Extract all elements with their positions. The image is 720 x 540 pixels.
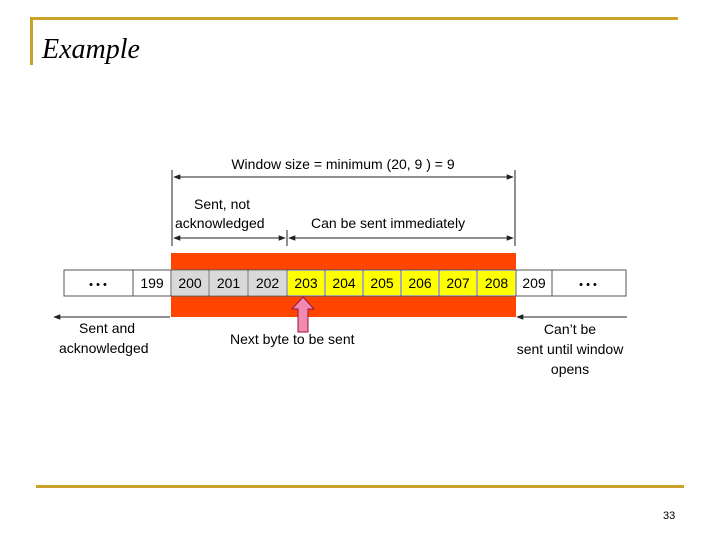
byte-label-207: 207 bbox=[446, 275, 470, 291]
window-size-label: Window size = minimum (20, 9 ) = 9 bbox=[231, 156, 455, 172]
can-be-sent-label: Can be sent immediately bbox=[311, 215, 465, 231]
ellipsis-left: • • • bbox=[89, 279, 107, 291]
byte-cell-203 bbox=[288, 271, 324, 295]
cant-be-sent-label-line1: Can’t be bbox=[544, 321, 596, 337]
next-byte-pointer-arrow bbox=[290, 296, 316, 333]
next-byte-label: Next byte to be sent bbox=[230, 331, 355, 347]
slide-frame-left bbox=[30, 17, 33, 65]
byte-cell-201 bbox=[210, 271, 247, 295]
byte-cell-200 bbox=[172, 271, 208, 295]
byte-label-200: 200 bbox=[178, 275, 202, 291]
byte-cell-207 bbox=[440, 271, 476, 295]
sent-and-ack-label-line1: Sent and bbox=[79, 320, 135, 336]
byte-cells: 199 200 201 202 203 204 205 206 207 208 209 bbox=[140, 270, 546, 296]
ellipsis-right: • • • bbox=[579, 279, 597, 291]
byte-label-209: 209 bbox=[522, 275, 546, 291]
byte-cell-208 bbox=[478, 271, 515, 295]
byte-cell-202 bbox=[249, 271, 286, 295]
page-number: 33 bbox=[663, 510, 676, 522]
byte-cell-204 bbox=[326, 271, 362, 295]
slide-frame-bottom bbox=[36, 485, 684, 488]
byte-cell-206 bbox=[402, 271, 438, 295]
byte-label-206: 206 bbox=[408, 275, 432, 291]
cant-be-sent-label-line3: opens bbox=[551, 361, 589, 377]
sent-not-ack-label-line1: Sent, not bbox=[194, 196, 250, 212]
slide-frame-top bbox=[30, 17, 678, 20]
byte-label-203: 203 bbox=[294, 275, 318, 291]
sent-not-ack-label-line2: acknowledged bbox=[175, 215, 265, 231]
sent-and-ack-label-line2: acknowledged bbox=[59, 340, 149, 356]
byte-label-204: 204 bbox=[332, 275, 356, 291]
byte-label-199: 199 bbox=[140, 275, 164, 291]
byte-label-205: 205 bbox=[370, 275, 394, 291]
byte-cell-205 bbox=[364, 271, 400, 295]
cant-be-sent-label-line2: sent until window bbox=[517, 341, 625, 357]
byte-label-208: 208 bbox=[485, 275, 509, 291]
slide-title: Example bbox=[42, 34, 140, 65]
byte-label-201: 201 bbox=[217, 275, 241, 291]
byte-label-202: 202 bbox=[256, 275, 280, 291]
